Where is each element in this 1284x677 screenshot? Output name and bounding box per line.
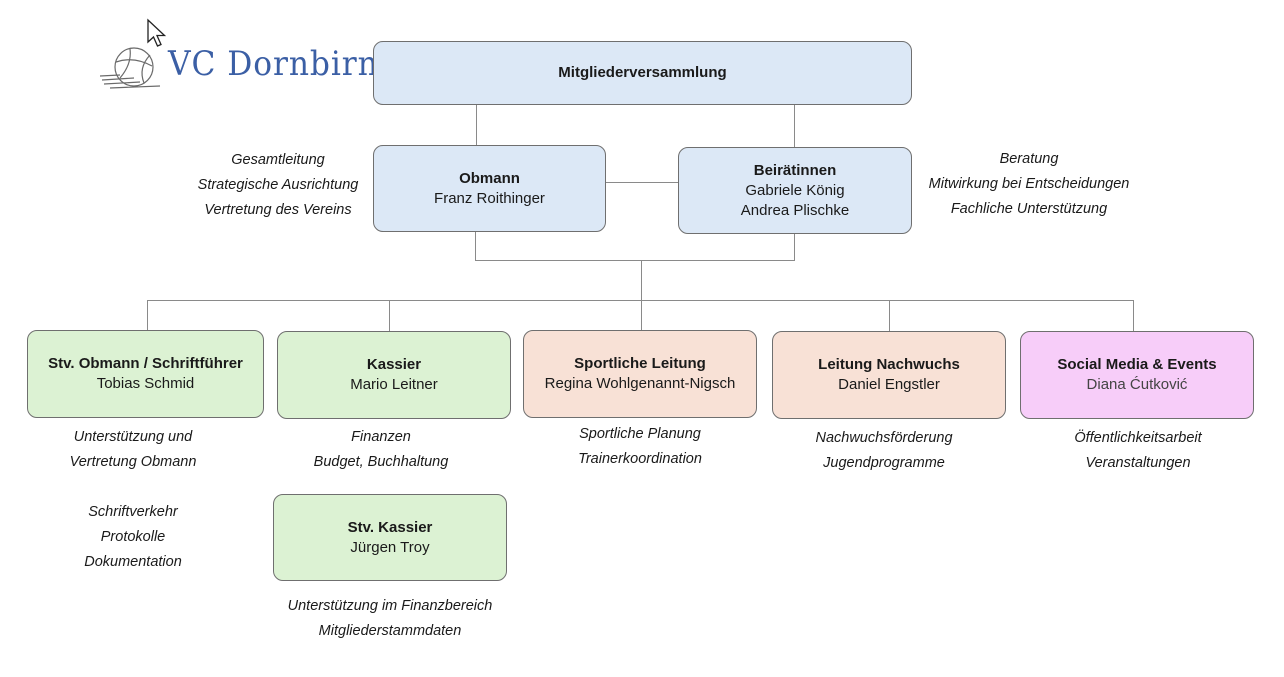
notes-obmann: Gesamtleitung Strategische Ausrichtung V…	[190, 148, 366, 223]
notes-beiraetinnen: Beratung Mitwirkung bei Entscheidungen F…	[920, 147, 1138, 222]
notes-stv-obmann: Unterstützung und Vertretung Obmann	[33, 425, 233, 475]
node-mitgliederversammlung: Mitgliederversammlung	[373, 41, 912, 105]
volleyball-icon	[99, 47, 161, 89]
node-beiraetinnen: Beirätinnen Gabriele König Andrea Plisch…	[678, 147, 912, 234]
node-title: Mitgliederversammlung	[558, 64, 727, 81]
node-leitung-nachwuchs: Leitung Nachwuchs Daniel Engstler	[772, 331, 1006, 419]
node-person: Mario Leitner	[350, 376, 438, 393]
notes-kassier: Finanzen Budget, Buchhaltung	[281, 425, 481, 475]
node-person: Andrea Plischke	[740, 201, 850, 219]
connector-obmann-down	[475, 231, 795, 261]
node-stv-obmann-schriftfuehrer: Stv. Obmann / Schriftführer Tobias Schmi…	[27, 330, 264, 418]
node-person: Tobias Schmid	[96, 375, 195, 392]
notes-sportliche-leitung: Sportliche Planung Trainerkoordination	[540, 422, 740, 472]
node-title: Stv. Kassier	[347, 518, 433, 536]
node-person: Daniel Engstler	[838, 376, 940, 393]
node-title: Stv. Obmann / Schriftführer	[48, 355, 243, 372]
node-person: Regina Wohlgenannt-Nigsch	[544, 375, 736, 392]
note-line: Sportliche Planung	[579, 426, 701, 442]
note-line: Protokolle	[100, 529, 166, 545]
notes-stv-kassier: Unterstützung im Finanzbereich Mitgliede…	[270, 594, 510, 644]
note-line: Unterstützung und	[73, 429, 193, 445]
node-person: Gabriele König	[745, 181, 845, 199]
mouse-cursor-icon	[147, 18, 167, 47]
node-obmann: Obmann Franz Roithinger	[373, 145, 606, 232]
note-line: Finanzen	[351, 429, 411, 445]
note-line: Gesamtleitung	[231, 152, 325, 168]
note-line: Dokumentation	[84, 554, 182, 570]
node-kassier: Kassier Mario Leitner	[277, 331, 511, 419]
note-line: Schriftverkehr	[88, 504, 178, 520]
node-person: Diana Ćutković	[1086, 376, 1188, 393]
note-line: Budget, Buchhaltung	[313, 454, 449, 470]
notes-schriftfuehrer: Schriftverkehr Protokolle Dokumentation	[33, 500, 233, 575]
note-line: Öffentlichkeitsarbeit	[1074, 430, 1202, 446]
node-title: Kassier	[366, 356, 422, 373]
node-social-media-events: Social Media & Events Diana Ćutković	[1020, 331, 1254, 419]
node-person: Jürgen Troy	[350, 538, 430, 556]
note-line: Jugendprogramme	[823, 455, 945, 471]
note-line: Strategische Ausrichtung	[197, 177, 359, 193]
note-line: Trainerkoordination	[578, 451, 702, 467]
node-person: Franz Roithinger	[434, 189, 545, 207]
node-stv-kassier: Stv. Kassier Jürgen Troy	[273, 494, 507, 581]
note-line: Vertretung des Vereins	[204, 202, 352, 218]
note-line: Fachliche Unterstützung	[950, 201, 1108, 217]
note-line: Beratung	[999, 151, 1059, 167]
note-line: Veranstaltungen	[1085, 455, 1191, 471]
notes-leitung-nachwuchs: Nachwuchsförderung Jugendprogramme	[784, 426, 984, 476]
node-sportliche-leitung: Sportliche Leitung Regina Wohlgenannt-Ni…	[523, 330, 757, 418]
node-title: Social Media & Events	[1057, 356, 1217, 373]
note-line: Unterstützung im Finanzbereich	[287, 598, 493, 614]
note-line: Mitwirkung bei Entscheidungen	[928, 176, 1130, 192]
node-title: Obmann	[459, 169, 520, 187]
notes-social-media: Öffentlichkeitsarbeit Veranstaltungen	[1038, 426, 1238, 476]
node-title: Sportliche Leitung	[574, 355, 706, 372]
node-title: Leitung Nachwuchs	[818, 356, 960, 373]
club-logo: VC Dornbirn	[99, 42, 378, 98]
note-line: Vertretung Obmann	[69, 454, 197, 470]
note-line: Mitgliederstammdaten	[318, 623, 462, 639]
node-title: Beirätinnen	[753, 161, 837, 179]
note-line: Nachwuchsförderung	[815, 430, 953, 446]
club-logo-text: VC Dornbirn	[168, 44, 379, 84]
